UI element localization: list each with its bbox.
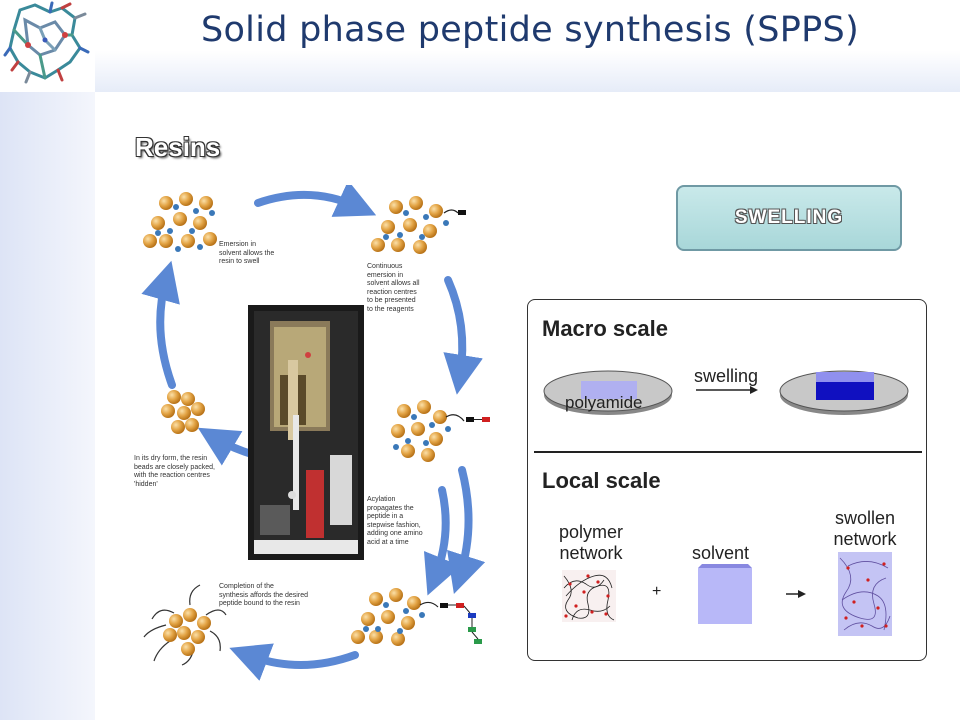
caption-line: solvent allows the [219,249,275,257]
swelling-scale-panel: Macro scale [527,299,927,661]
arrow-right-upper [443,276,483,395]
caption-line: peptide bound to the resin [219,600,300,607]
swelling-button-label: SWELLING [734,207,844,228]
caption-completion: Completion of the synthesis affords the … [219,583,308,609]
caption-line: Continuous [367,263,403,270]
arrow-right-lower-1 [447,466,486,595]
caption-acylation: Acylation propagates the peptide in a st… [367,496,423,547]
swollen-label-line-1: swollen [834,508,896,528]
polyamide-label: polyamide [565,393,643,412]
caption-line: 'hidden' [134,480,158,488]
swelling-button[interactable]: SWELLING [676,185,902,251]
arrow-right-lower-2 [423,486,462,596]
caption-line: reaction centres [367,288,417,296]
solvent-label: solvent [692,543,750,563]
arrow-left [141,260,180,389]
bead-cluster-dry [161,390,205,434]
resin-cycle-diagram [141,185,490,681]
caption-line: acid at a time [367,538,409,546]
swollen-label-line-2: network [833,529,897,549]
caption-line: peptide in a [367,513,404,520]
caption-presented: Continuous emersion in solvent allows al… [367,263,420,314]
caption-dry-form: In its dry form, the resin beads are clo… [134,455,215,489]
arrow-top [254,185,377,217]
bead-cluster-growing-chain [351,588,482,646]
swollen-network-label: swollen network [828,508,902,550]
left-sidebar-band [0,0,95,720]
molecule-logo-icon [3,1,90,84]
caption-line: resin to swell [219,258,260,265]
caption-line: adding one amino [367,530,423,537]
section-heading-resins: Resins [135,132,221,162]
bead-cluster-swollen [143,192,217,252]
bead-cluster-completed [143,584,227,666]
synthesizer-photo [248,305,364,560]
macro-scale-heading: Macro scale [542,316,668,341]
bead-cluster-presented [371,196,466,254]
caption-line: beads are closely packed, [134,463,215,471]
polymer-network-label: polymer network [556,522,626,564]
caption-line: to the reagents [367,305,414,313]
swelling-arrow-label: swelling [694,366,759,386]
caption-line: synthesis affords the desired [219,591,308,599]
caption-line: to be presented [367,297,416,304]
cycle-arrows [141,185,486,681]
polymer-label-line-1: polymer [558,522,624,542]
caption-line: Acylation [367,496,396,503]
caption-line: emersion in [367,271,404,279]
arrow-bottom [229,643,359,681]
caption-line: propagates the [367,504,414,512]
molecule-logo [0,0,95,92]
local-scale-heading: Local scale [542,468,661,493]
header-band [95,0,960,92]
caption-swell: Emersion in solvent allows the resin to … [219,241,274,267]
caption-line: Emersion in [219,241,256,248]
caption-line: Completion of the [219,583,274,590]
polymer-label-line-2: network [559,543,623,563]
caption-line: solvent allows all [367,280,420,287]
caption-line: stepwise fashion, [367,521,421,529]
page-title: Solid phase peptide synthesis (SPPS) [200,10,860,50]
caption-line: with the reaction centres [134,472,210,479]
caption-line: In its dry form, the resin [134,455,208,462]
scale-illustrations [534,370,922,636]
plus-sign: + [652,583,662,600]
bead-cluster-acylation [391,400,490,462]
